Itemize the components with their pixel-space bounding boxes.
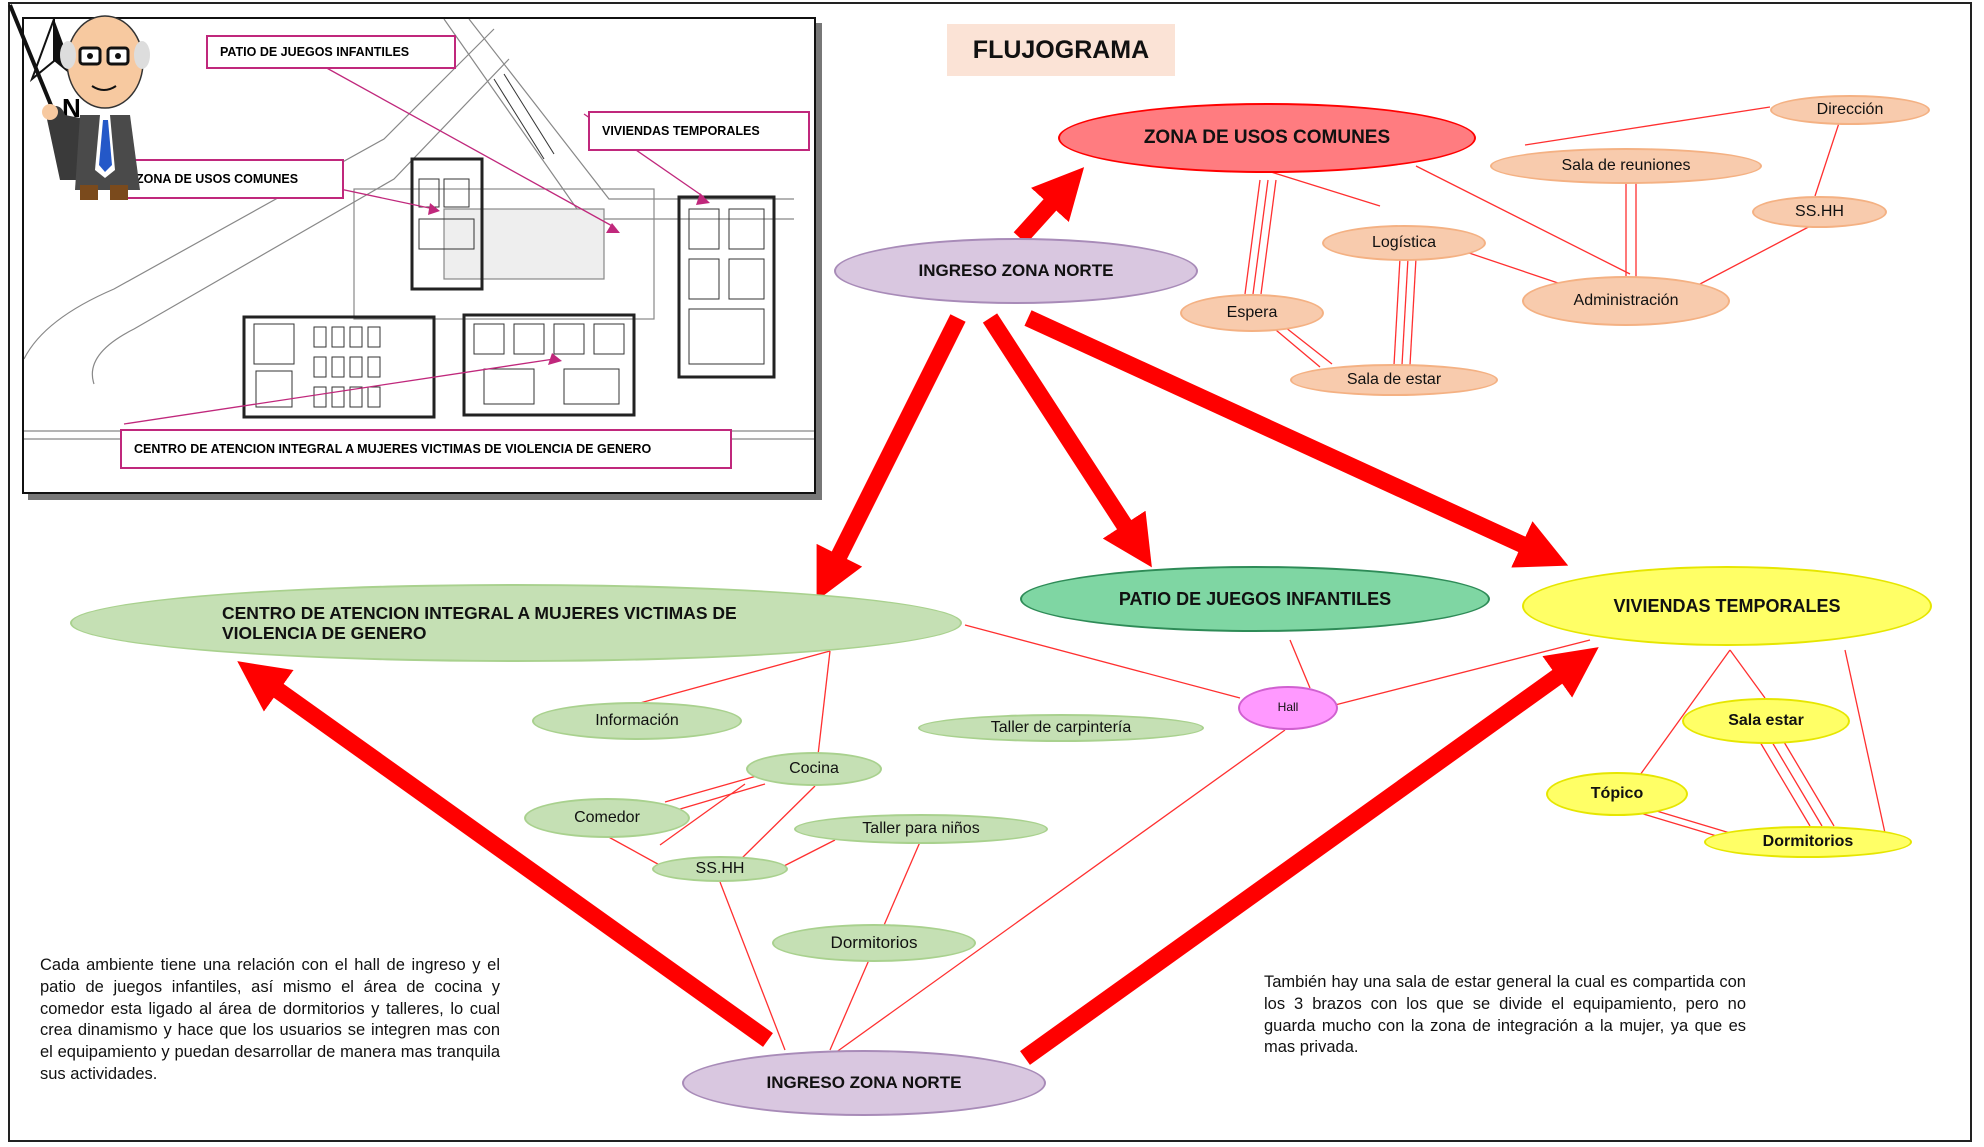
arrow-ingreso-to-viviendas <box>1024 310 1569 568</box>
node-espera: Espera <box>1180 294 1324 332</box>
link-line <box>1844 649 1886 834</box>
node-logistica: Logística <box>1322 225 1486 261</box>
plan-label-centro: CENTRO DE ATENCION INTEGRAL A MUJERES VI… <box>120 429 732 469</box>
link-line <box>664 774 761 803</box>
link-line <box>669 783 766 813</box>
arrow-ingreso-to-patio <box>982 313 1152 568</box>
link-line <box>1401 257 1409 366</box>
link-line <box>1244 179 1261 295</box>
node-taller-carpinteria: Taller de carpintería <box>918 714 1204 742</box>
node-cocina: Cocina <box>746 752 882 786</box>
node-ingreso-zona-norte-top: INGRESO ZONA NORTE <box>834 238 1198 304</box>
arrow-bottom-to-centro <box>237 661 773 1047</box>
node-sala-estar-viviendas: Sala estar <box>1682 698 1850 744</box>
plan-label-patio: PATIO DE JUEGOS INFANTILES <box>206 35 456 69</box>
floor-plan-inset: N PATIO DE JUEGOS INFANTILES VIVIENDAS T… <box>22 17 816 494</box>
node-sala-reuniones: Sala de reuniones <box>1490 148 1762 184</box>
link-line <box>1729 649 1766 699</box>
link-line <box>1783 741 1835 827</box>
node-hall: Hall <box>1238 686 1338 730</box>
link-line <box>834 729 1286 1054</box>
link-line <box>1260 179 1277 295</box>
link-line <box>1524 106 1771 146</box>
node-dormitorios-viviendas: Dormitorios <box>1704 826 1912 858</box>
node-comedor: Comedor <box>524 798 690 838</box>
link-line <box>739 785 816 861</box>
link-line <box>779 839 836 869</box>
link-line <box>817 650 831 756</box>
node-dormitorios-centro: Dormitorios <box>772 924 976 962</box>
floor-plan-drawing <box>24 19 814 440</box>
link-line <box>604 834 666 869</box>
link-line <box>1814 119 1841 197</box>
node-administracion: Administración <box>1522 276 1730 326</box>
link-line <box>1415 165 1631 275</box>
right-description: También hay una sala de estar general la… <box>1264 973 1746 1057</box>
link-line <box>1759 741 1811 827</box>
node-viviendas-temporales: VIVIENDAS TEMPORALES <box>1522 566 1932 646</box>
arrow-bottom-to-viviendas <box>1020 647 1599 1065</box>
link-line <box>659 783 746 846</box>
link-line <box>1771 741 1823 827</box>
link-line <box>1269 324 1321 368</box>
node-ingreso-zona-norte-bottom: INGRESO ZONA NORTE <box>682 1050 1046 1116</box>
flujograma-title: FLUJOGRAMA <box>947 24 1175 76</box>
plan-label-viviendas: VIVIENDAS TEMPORALES <box>588 111 810 151</box>
link-line <box>1289 639 1311 689</box>
link-line <box>719 881 786 1051</box>
link-line <box>1257 167 1381 207</box>
link-line <box>1393 257 1401 366</box>
node-centro-atencion: CENTRO DE ATENCION INTEGRAL A MUJERES VI… <box>70 584 962 662</box>
flow-arrows <box>237 167 1599 1065</box>
node-direccion: Dirección <box>1770 95 1930 125</box>
link-line <box>1409 257 1417 366</box>
relation-lines <box>604 106 1886 1054</box>
node-topico: Tópico <box>1546 772 1688 816</box>
node-sshh-centro: SS.HH <box>652 856 788 882</box>
left-description: Cada ambiente tiene una relación con el … <box>40 956 500 1083</box>
link-line <box>1252 179 1269 295</box>
node-patio-juegos: PATIO DE JUEGOS INFANTILES <box>1020 566 1490 632</box>
node-taller-ninos: Taller para niños <box>794 814 1048 844</box>
node-zona-usos-comunes: ZONA DE USOS COMUNES <box>1058 103 1476 173</box>
link-line <box>964 624 1241 699</box>
link-line <box>1699 221 1819 285</box>
link-line <box>1639 649 1731 776</box>
node-informacion: Información <box>532 702 742 740</box>
teacher-cartoon-icon <box>8 4 150 200</box>
diagram-frame <box>8 2 1972 1142</box>
arrow-ingreso-to-centro <box>816 314 966 601</box>
link-line <box>639 650 831 704</box>
node-sala-de-estar: Sala de estar <box>1290 364 1498 396</box>
arrow-ingreso-to-usos <box>1013 167 1085 244</box>
plan-label-zona: ZONA DE USOS COMUNES <box>122 159 344 199</box>
node-sshh-admin: SS.HH <box>1752 196 1887 228</box>
